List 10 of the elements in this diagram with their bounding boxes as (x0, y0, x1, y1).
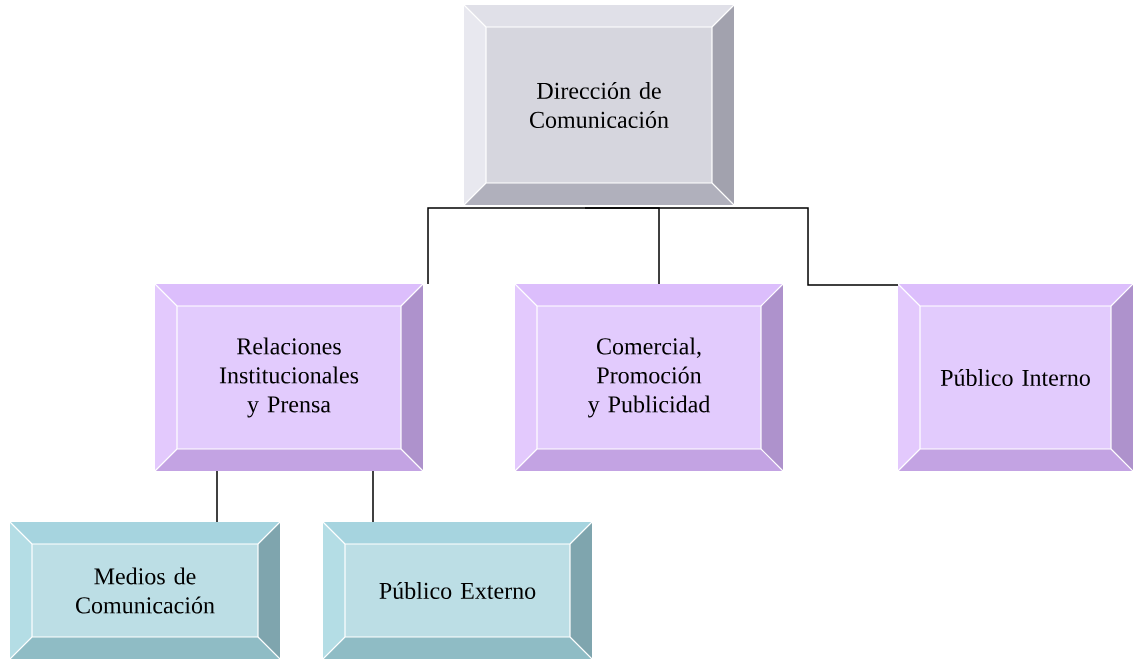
connector-line (427, 207, 586, 285)
org-box: Público Externo (322, 521, 593, 659)
org-box: Comercial, Promoción y Publicidad (514, 283, 784, 472)
connector-line (216, 470, 218, 523)
connector-line (584, 207, 899, 286)
org-box: Dirección de Comunicación (463, 4, 735, 206)
connector-line (372, 470, 374, 523)
org-box: Relaciones Institucionales y Prensa (154, 283, 424, 472)
org-box: Público Interno (897, 283, 1133, 472)
org-box: Medios de Comunicación (9, 521, 281, 659)
